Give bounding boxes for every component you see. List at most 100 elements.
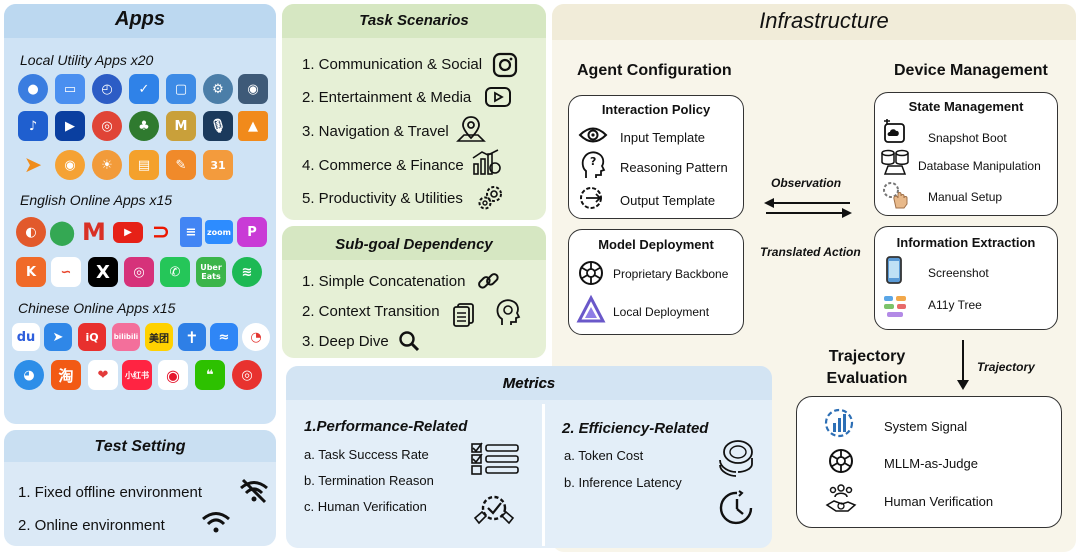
interaction-reasoning-pattern: Reasoning Pattern — [620, 160, 728, 175]
maps-app-icon[interactable]: ◉ — [55, 150, 85, 180]
task-scenarios-title: Task Scenarios — [359, 12, 469, 29]
screenshot-phone-icon — [886, 256, 902, 284]
model-local-deployment: Local Deployment — [613, 305, 710, 319]
system-signal-icon — [824, 408, 854, 438]
eff-title-2: 2. Efficiency-Related — [562, 420, 709, 437]
clock-icon-2 — [719, 490, 753, 525]
subgoal-item-1: 1. Simple Concatenation — [302, 273, 466, 290]
files-app-icon[interactable]: ▭ — [55, 74, 85, 104]
eval-human-verification: Human Verification — [884, 494, 994, 509]
messages-app-icon[interactable]: ▤ — [129, 150, 159, 180]
human-verification-icon — [825, 484, 857, 512]
wifi-off-icon — [240, 478, 268, 504]
netease-music-app-icon[interactable]: ◎ — [232, 360, 262, 390]
recorder-app-icon[interactable]: 🎙 — [203, 111, 233, 141]
xiaohongshu-app-icon[interactable]: 小红书 — [122, 360, 152, 390]
picsart-app-icon[interactable]: P — [237, 217, 267, 247]
apps-title: Apps — [115, 8, 165, 30]
contacts-app-icon[interactable]: ● — [18, 74, 48, 104]
translated-action-label: Translated Action — [760, 245, 861, 259]
google-docs-icon[interactable]: ≡ — [180, 217, 202, 247]
baidu-app-icon[interactable]: du — [12, 323, 40, 351]
taobao-app-icon[interactable]: 淘 — [51, 360, 81, 390]
whatsapp-app-icon[interactable]: ✆ — [160, 257, 190, 287]
camera-app-icon[interactable]: ◉ — [238, 74, 268, 104]
calendar-number: 31 — [210, 158, 226, 172]
test-setting-title: Test Setting — [94, 438, 186, 455]
klook-app-icon[interactable]: K — [16, 257, 46, 287]
taobao-text: 淘 — [58, 366, 74, 385]
netease-app-icon[interactable]: ◔ — [242, 323, 270, 351]
mail-app-icon[interactable]: M — [166, 111, 196, 141]
chrome-app-icon[interactable]: ◎ — [92, 111, 122, 141]
wechat-app-icon[interactable]: ❝ — [195, 360, 225, 390]
metrics-overlap-header — [552, 366, 772, 400]
state-database-manipulation: Database Manipulation — [918, 159, 1041, 173]
gmail-app-icon[interactable]: M — [82, 218, 106, 246]
music-app-icon[interactable]: ♪ — [18, 111, 48, 141]
a11y-tree-icon — [884, 296, 906, 317]
meituan-app-icon[interactable]: 美团 — [145, 323, 173, 351]
head-question-icon: ? — [581, 151, 606, 178]
information-extraction-box — [874, 226, 1058, 330]
task-scenario-2: 2. Entertainment & Media — [302, 89, 472, 106]
navigation-app-icon[interactable]: ➤ — [23, 152, 43, 178]
subgoal-title: Sub-goal Dependency — [335, 236, 493, 253]
meituan-text: 美团 — [149, 333, 169, 345]
weibo-app-icon[interactable]: ◉ — [158, 360, 188, 390]
agent-config-title: Agent Configuration — [577, 62, 732, 79]
dingtalk-app-icon[interactable]: ≈ — [210, 323, 238, 351]
bilibili-app-icon[interactable]: bilibili — [112, 323, 140, 351]
task-scenario-4: 4. Commerce & Finance — [302, 157, 464, 174]
gears-icon — [478, 186, 502, 210]
magnifier-icon — [399, 331, 420, 352]
video-player-icon[interactable]: ▶ — [55, 111, 85, 141]
coins-icon-2 — [719, 440, 753, 477]
model-deployment-title: Model Deployment — [598, 237, 714, 252]
instagram-app-icon[interactable]: ◎ — [124, 257, 154, 287]
perf-item-2: b. Termination Reason — [304, 473, 434, 488]
settings-app-icon[interactable]: ⚙ — [203, 74, 233, 104]
tongcheng-app-icon[interactable]: ✝ — [178, 323, 206, 351]
clock-app-icon[interactable]: ◴ — [92, 74, 122, 104]
vlc-app-icon[interactable]: ▲ — [238, 111, 268, 141]
zoom-text: zoom — [207, 227, 231, 237]
interaction-input-template: Input Template — [620, 130, 706, 145]
information-extraction-title: Information Extraction — [896, 235, 1036, 250]
metrics-title-text: Metrics — [502, 375, 556, 392]
editor-app-icon[interactable]: ✎ — [166, 150, 196, 180]
svg-text:?: ? — [590, 155, 596, 168]
task-scenarios-panel — [282, 4, 546, 220]
firefox-app-icon[interactable]: ◐ — [16, 217, 46, 247]
calendar-app-icon[interactable]: 31 — [203, 150, 233, 180]
spotify-app-icon[interactable]: ≋ — [232, 257, 262, 287]
doordash-app-icon[interactable]: ⊃ — [151, 219, 171, 245]
eff-item-2b: b. Inference Latency — [564, 475, 682, 490]
bidirectional-arrow — [764, 198, 852, 218]
eval-system-signal: System Signal — [884, 419, 968, 434]
gallery-app-icon[interactable]: ☀ — [92, 150, 122, 180]
chinese-apps-label: Chinese Online Apps x15 — [18, 300, 176, 316]
aliexpress-app-icon[interactable]: ∽ — [51, 257, 81, 287]
keep-app-icon[interactable]: ❤ — [88, 360, 118, 390]
ubereats-app-icon[interactable]: Uber Eats — [196, 257, 226, 287]
metrics-title: Metrics — [502, 375, 556, 392]
youtube-app-icon[interactable]: ▶ — [113, 222, 143, 243]
infrastructure-header-bar — [552, 4, 1076, 40]
task-scenario-3: 3. Navigation & Travel — [302, 123, 449, 140]
state-management-title: State Management — [908, 99, 1024, 114]
apps-header-bar — [4, 4, 276, 38]
perf-item-1: a. Task Success Rate — [304, 447, 429, 462]
tree-app-icon[interactable]: ♣ — [129, 111, 159, 141]
eval-mllm-judge: MLLM-as-Judge — [884, 456, 978, 471]
iqiyi-app-icon[interactable]: iQ — [78, 323, 106, 351]
test-setting-header-bar — [4, 430, 276, 462]
google-maps-icon[interactable]: ⬤ — [48, 218, 76, 246]
tasks-app-icon[interactable]: ✓ — [129, 74, 159, 104]
x-app-icon[interactable]: X — [88, 257, 118, 287]
subgoal-item-3: 3. Deep Dive — [302, 333, 389, 350]
zoom-app-icon[interactable]: zoom — [205, 220, 233, 244]
ctrip-app-icon[interactable]: ◕ — [14, 360, 44, 390]
telegram-style-app-icon[interactable]: ➤ — [44, 323, 72, 351]
notes-app-icon[interactable]: ▢ — [166, 74, 196, 104]
